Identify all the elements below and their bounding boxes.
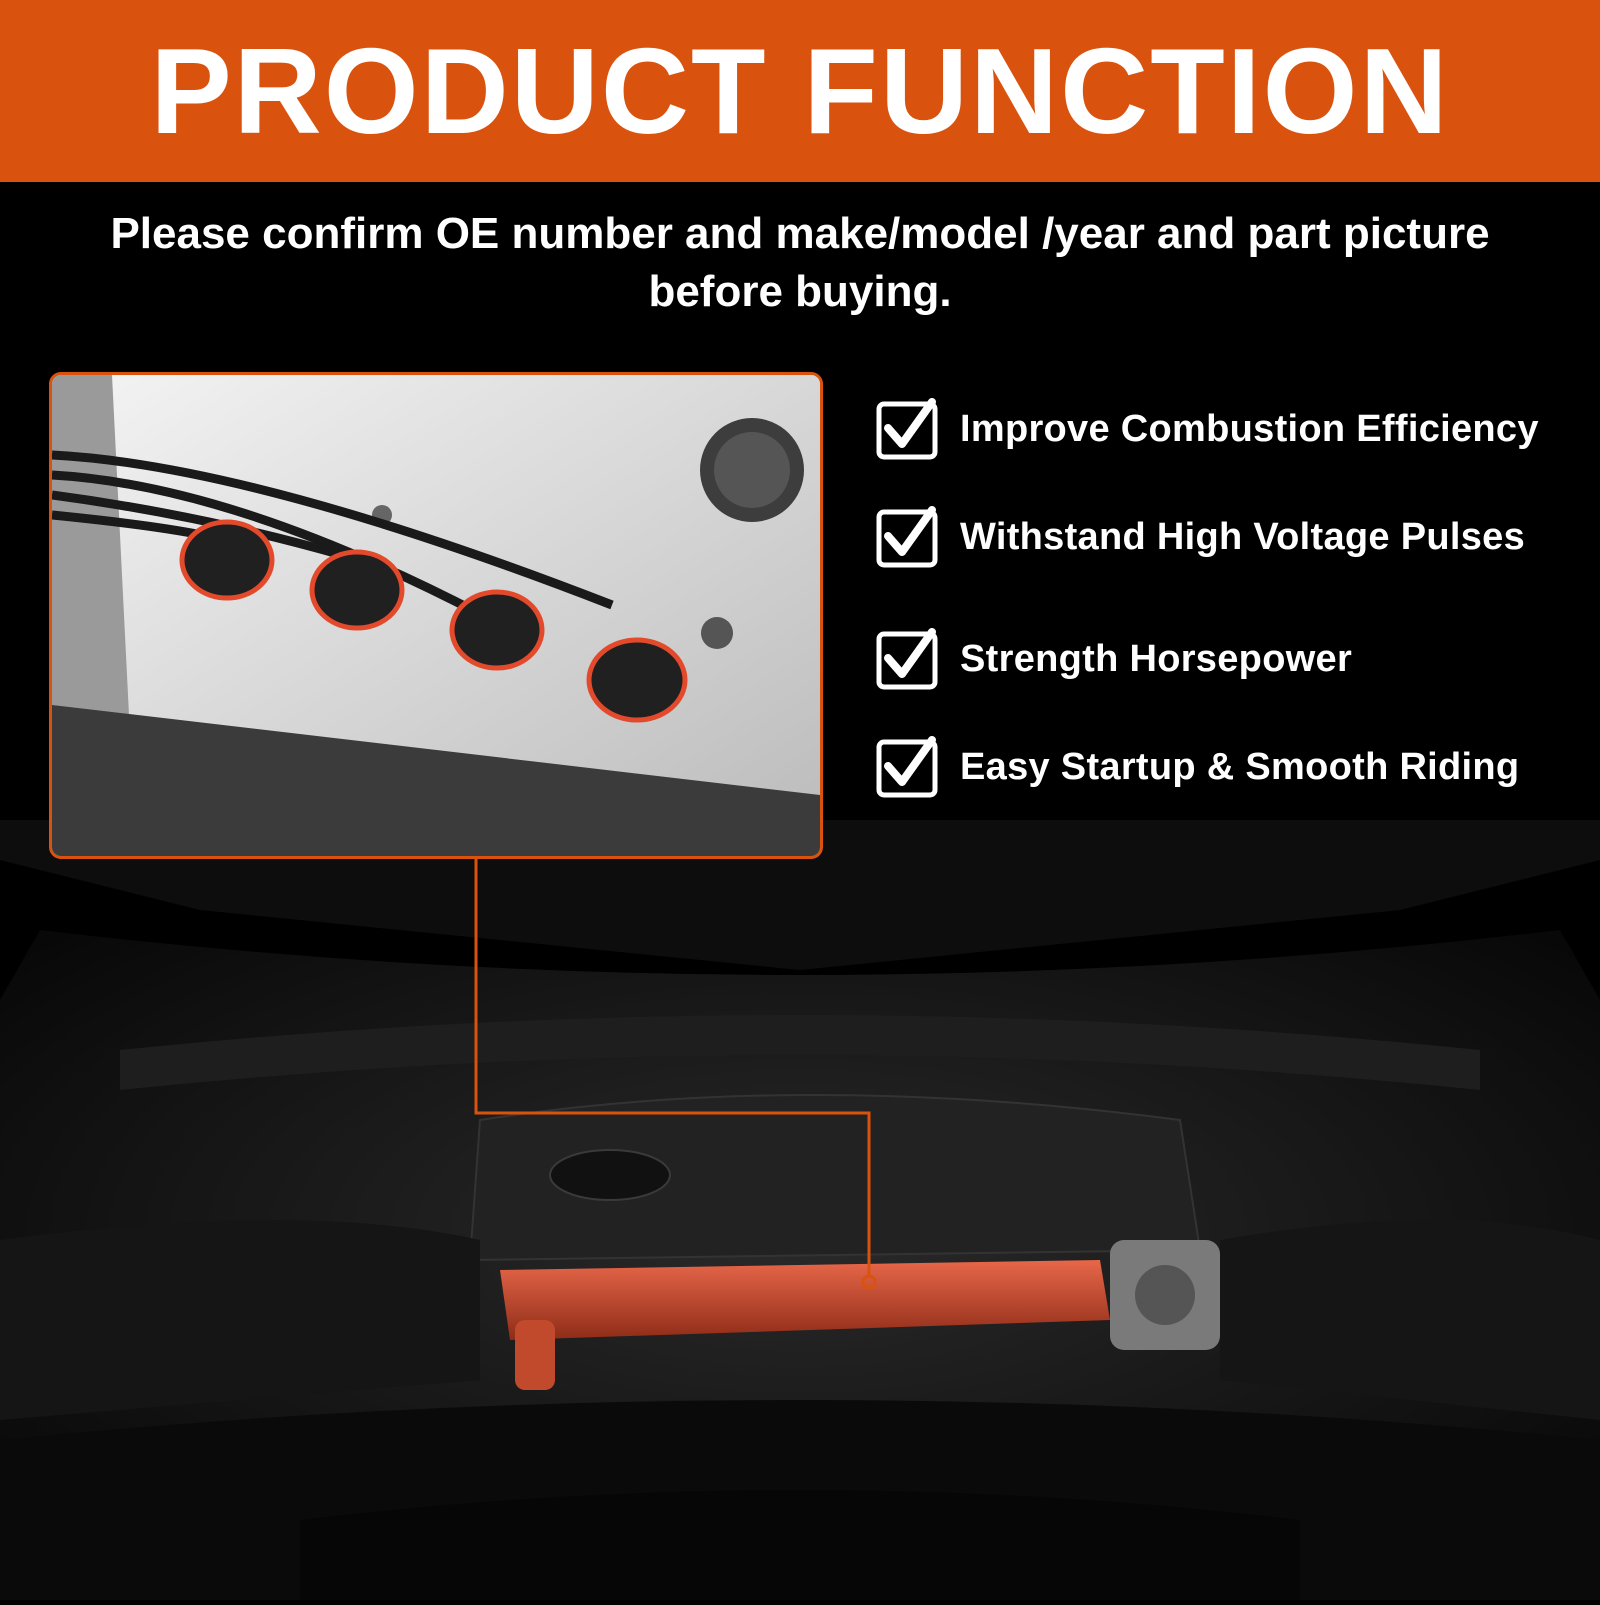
feature-label: Strength Horsepower [960, 637, 1353, 680]
header-banner: PRODUCT FUNCTION [0, 0, 1600, 182]
purchase-notice: Please confirm OE number and make/model … [110, 209, 1490, 316]
engine-bay-image [0, 820, 1600, 1600]
feature-item-horsepower: Strength Horsepower [876, 628, 1576, 690]
feature-label: Withstand High Voltage Pulses [960, 515, 1526, 558]
checkbox-checked-icon [876, 398, 938, 460]
feature-list: Improve Combustion Efficiency Withstand … [876, 398, 1576, 798]
ignition-closeup-image [49, 372, 823, 859]
page-title: PRODUCT FUNCTION [150, 23, 1450, 159]
feature-label: Improve Combustion Efficiency [960, 407, 1539, 450]
feature-label: Easy Startup & Smooth Riding [960, 745, 1520, 788]
checkbox-checked-icon [876, 736, 938, 798]
feature-item-combustion: Improve Combustion Efficiency [876, 398, 1576, 460]
feature-item-startup: Easy Startup & Smooth Riding [876, 736, 1576, 798]
feature-item-voltage: Withstand High Voltage Pulses [876, 506, 1576, 568]
checkbox-checked-icon [876, 628, 938, 690]
checkbox-checked-icon [876, 506, 938, 568]
